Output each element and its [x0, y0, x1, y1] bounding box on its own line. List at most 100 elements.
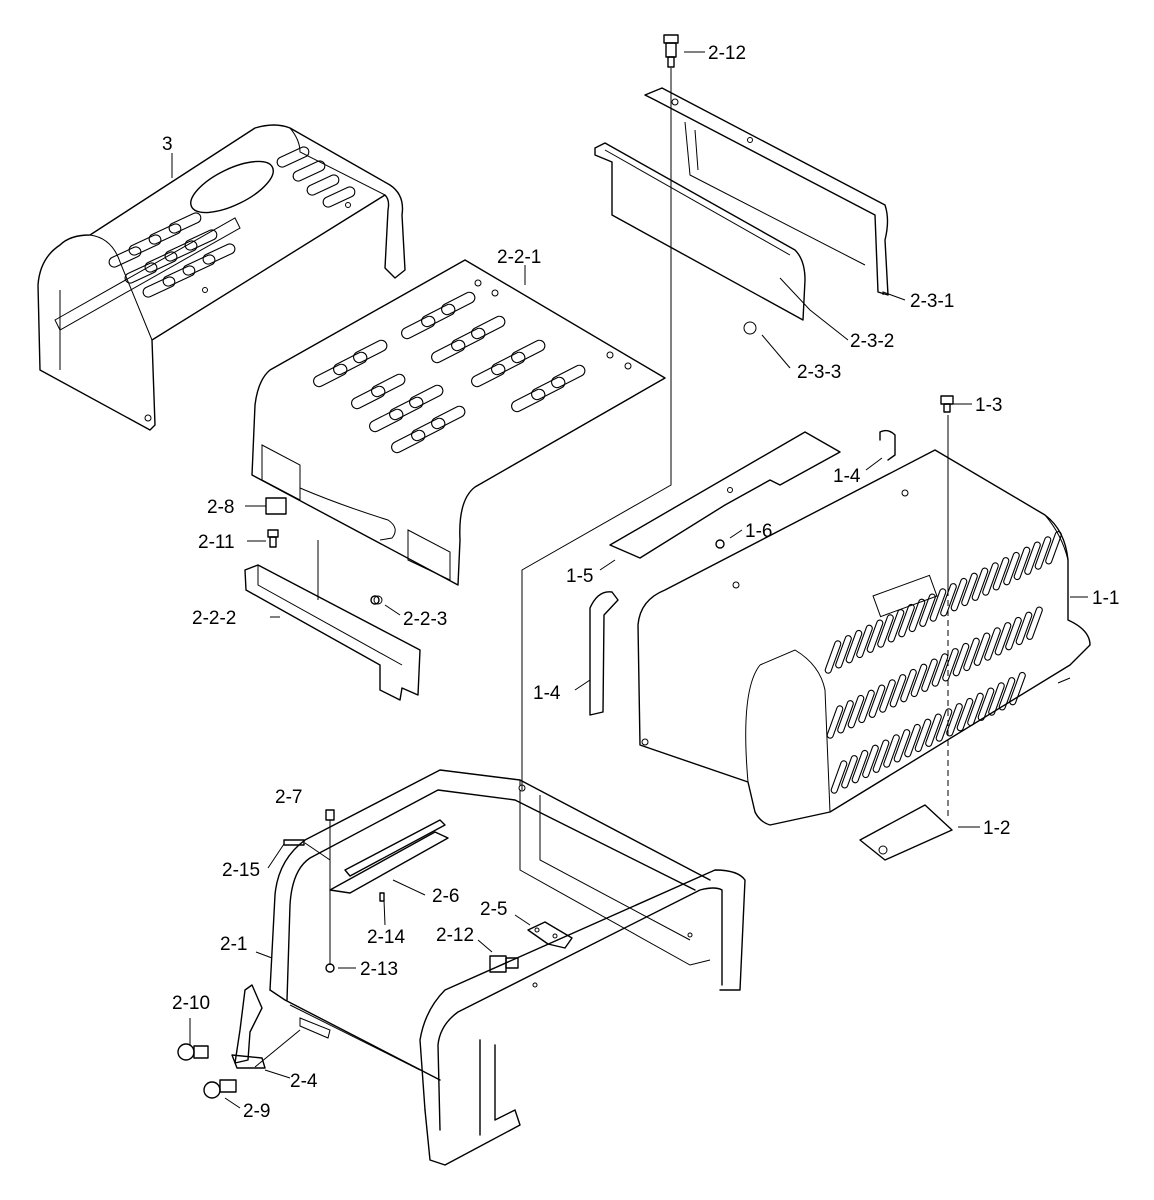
hood-louver-slot [835, 635, 852, 669]
hood-louver-slot [984, 627, 1001, 661]
part-1-1-engine-hood [637, 449, 1091, 826]
callout-2-1: 2-1 [220, 934, 247, 955]
part-2-3-1-bracket [644, 87, 889, 296]
hood-louver-slot [1013, 546, 1031, 581]
callout-2-12-top: 2-12 [708, 43, 746, 64]
callout-2-2-3: 2-2-3 [403, 609, 447, 630]
hood-louver-slot [1045, 531, 1062, 565]
hood-louver-slot [940, 583, 957, 617]
hood-louver-slot [830, 760, 848, 794]
part-3-rear-hood [37, 124, 406, 431]
hood-louver-slot [847, 694, 865, 729]
hood-louver-slot [1026, 606, 1043, 640]
hood-louver-slot [824, 640, 842, 674]
hood-louver-slot [952, 642, 970, 677]
hood-louver-slot [1024, 541, 1041, 575]
hood-louver-slot [910, 663, 928, 698]
hood-louver-slot [919, 593, 936, 627]
callout-2-2-1: 2-2-1 [497, 247, 541, 268]
callout-1-5: 1-5 [566, 566, 593, 587]
callout-2-2-2: 2-2-2 [192, 608, 236, 629]
hood-louver-slot [1015, 611, 1033, 646]
hood-louver-slot [845, 629, 863, 664]
callout-1-1: 1-1 [1092, 588, 1119, 609]
hood-louver-slot [942, 648, 959, 682]
hood-louver-slot [963, 637, 980, 672]
hood-louver-slot [925, 713, 942, 747]
hood-louver-slot [858, 689, 875, 724]
callout-2-12-bottom: 2-12 [436, 925, 474, 946]
part-2-4-latch [231, 984, 331, 1069]
hood-louver-slot [868, 684, 886, 718]
hood-louver-slot [879, 679, 896, 713]
callout-1-3: 1-3 [975, 395, 1002, 416]
hood-louver-slot [971, 567, 989, 601]
hood-louver-slot [837, 700, 854, 734]
hood-louver-slot [826, 705, 844, 739]
hood-louver-slot [898, 603, 915, 638]
callout-2-10: 2-10 [172, 993, 210, 1014]
hood-louver-slot [851, 749, 869, 784]
hood-louver-slot [967, 692, 984, 727]
hood-louver-slot [904, 723, 921, 758]
callout-3: 3 [162, 134, 173, 155]
part-2-2-2-support [244, 564, 421, 701]
hood-louver-slot [872, 739, 890, 773]
hood-louver-slot [1009, 671, 1026, 706]
callout-2-15: 2-15 [222, 860, 260, 881]
callout-1-4-left: 1-4 [533, 683, 561, 704]
part-1-4-seal [589, 429, 896, 716]
part-2-5-hinge [527, 921, 573, 949]
callout-2-11: 2-11 [198, 532, 235, 553]
hood-louver-slot [900, 668, 917, 703]
hood-louver-slot [841, 755, 858, 789]
hood-louver-slot [908, 598, 926, 633]
hood-louver-slot [856, 624, 873, 659]
callout-2-5: 2-5 [480, 899, 507, 920]
hood-louver-slot [893, 729, 911, 763]
hood-louver-slot [921, 658, 938, 692]
part-2-1-frame [269, 769, 746, 1166]
callout-2-8: 2-8 [207, 497, 234, 518]
part-2-2-1-top-cover [251, 259, 666, 586]
hood-louver-slot [862, 744, 879, 779]
hood-louver-slot [973, 632, 991, 666]
part-1-5-plate [609, 431, 841, 559]
hood-louver-slot [887, 609, 905, 643]
callout-2-3-2: 2-3-2 [850, 331, 894, 352]
callout-2-3-3: 2-3-3 [797, 362, 841, 383]
hood-louver-slot [1034, 536, 1052, 570]
callout-2-7: 2-7 [275, 787, 302, 808]
hood-louver-slot [929, 588, 947, 622]
callout-1-2: 1-2 [983, 818, 1010, 839]
hood-louver-slot [988, 682, 1005, 716]
hood-louver-slot [877, 614, 894, 648]
hood-louver-slot [889, 674, 907, 708]
callout-1-6: 1-6 [745, 521, 772, 542]
hood-louver-slot [977, 687, 995, 721]
hood-louver-slot [914, 718, 932, 753]
hood-louver-slot [982, 562, 999, 596]
hood-louver-slot [931, 653, 949, 687]
hood-louver-slot [961, 572, 978, 607]
part-2-3-2-seal-plate [594, 142, 806, 335]
callout-2-3-1: 2-3-1 [910, 291, 954, 312]
hood-louver-slot [998, 677, 1016, 711]
leader-lines [171, 51, 1088, 1109]
hood-louver-slot [1003, 551, 1020, 586]
hood-louver-slot [1005, 616, 1022, 651]
callout-2-14: 2-14 [367, 927, 405, 948]
part-2-6-rail [329, 819, 449, 894]
hood-louver-slot [992, 557, 1010, 591]
hood-louver-slot [994, 622, 1012, 656]
part-1-2-bracket [859, 677, 1071, 861]
hood-louver-slot [946, 703, 963, 737]
callout-labels: 3 2-2-1 2-12 2-3-1 2-3-2 2-3-3 1-3 1-4 1… [162, 43, 1119, 1122]
callout-2-4: 2-4 [290, 1071, 318, 1092]
callout-2-9: 2-9 [243, 1101, 270, 1122]
callout-2-6: 2-6 [432, 886, 459, 907]
callout-2-13: 2-13 [360, 959, 398, 980]
hood-louver-slot [935, 708, 953, 742]
callout-1-4-top: 1-4 [833, 466, 861, 487]
